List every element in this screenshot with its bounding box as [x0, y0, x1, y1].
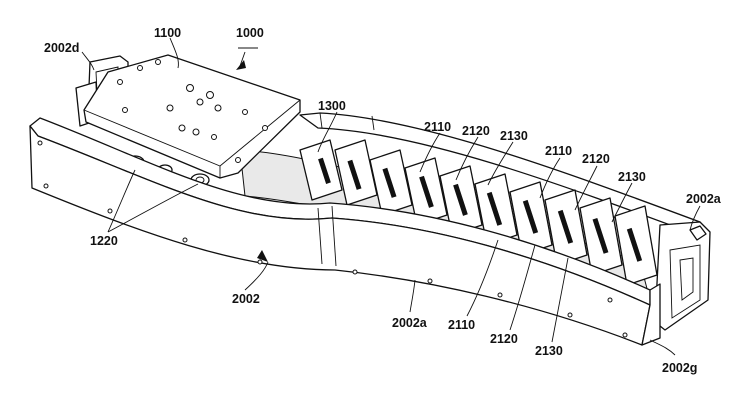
fin-array: [299, 139, 658, 286]
label-2002g: 2002g: [662, 361, 697, 375]
label-2130-top-2: 2130: [618, 170, 646, 184]
label-2130-top-1: 2130: [500, 129, 528, 143]
front-wall: [29, 117, 661, 346]
label-2002a-right: 2002a: [686, 192, 722, 206]
label-2120-bottom: 2120: [490, 332, 518, 346]
label-2120-top-2: 2120: [582, 152, 610, 166]
label-1300: 1300: [318, 99, 346, 113]
fin-plate: [474, 173, 518, 246]
label-2110-bottom: 2110: [448, 318, 475, 332]
arrow-2002: [257, 250, 268, 262]
fin-plate: [614, 205, 658, 286]
fin-plate: [369, 149, 413, 216]
label-2002: 2002: [232, 292, 260, 306]
fin-plate: [579, 197, 623, 276]
reference-labels: 1000 1100 2002d 1300 2110 2120 2130 2110…: [44, 26, 722, 375]
label-1220: 1220: [90, 234, 118, 248]
fin-plate: [544, 189, 588, 266]
fin-plate: [509, 181, 553, 256]
label-2130-bottom: 2130: [535, 344, 563, 358]
label-2120-top-1: 2120: [462, 124, 490, 138]
label-2002a-bottom: 2002a: [392, 316, 428, 330]
label-1000: 1000: [236, 26, 264, 40]
slider-plate: [83, 54, 301, 179]
fin-plate: [439, 165, 483, 236]
fin-plate: [299, 139, 343, 201]
end-block: [654, 221, 711, 331]
arrow-1000: [236, 60, 246, 70]
label-1100: 1100: [154, 26, 181, 40]
label-2110-top-1: 2110: [424, 120, 451, 134]
leader-lines: [81, 37, 701, 356]
label-2110-top-2: 2110: [545, 144, 572, 158]
label-2002d: 2002d: [44, 41, 79, 55]
